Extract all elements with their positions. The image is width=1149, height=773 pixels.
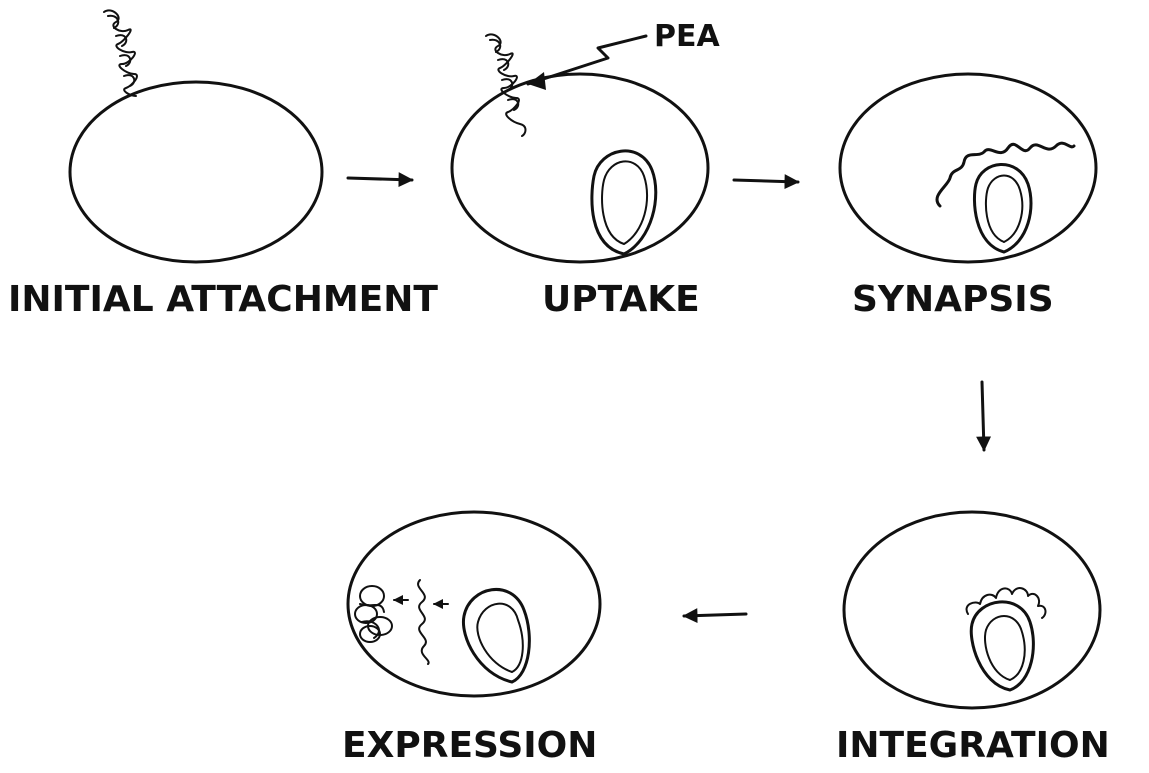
flow-arrow-2: [734, 180, 798, 182]
flow-arrow-1: [348, 178, 412, 180]
stage-uptake: PEA UPTAKE: [452, 19, 720, 320]
flow-arrow-3: [982, 382, 984, 450]
label-integration: INTEGRATION: [836, 725, 1110, 766]
stage-expression: EXPRESSION: [342, 512, 600, 766]
flow-arrow-4: [684, 614, 746, 616]
cell-outline: [348, 512, 600, 696]
pea-pointer-arrow: [528, 36, 646, 84]
stage-integration: INTEGRATION: [836, 512, 1110, 766]
stage-synapsis: SYNAPSIS: [840, 74, 1096, 320]
label-uptake: UPTAKE: [542, 279, 700, 320]
chromosome-loop-inner: [602, 161, 647, 244]
chromosome-loop-inner: [477, 604, 522, 672]
dna-helix: [104, 10, 137, 96]
label-initial-attachment: INITIAL ATTACHMENT: [8, 279, 438, 320]
chromosome-loop-inner: [985, 616, 1025, 680]
cell-outline: [844, 512, 1100, 708]
label-synapsis: SYNAPSIS: [852, 279, 1054, 320]
chromosome-loop-inner: [986, 176, 1022, 243]
label-pea: PEA: [654, 19, 720, 54]
stage-initial-attachment: INITIAL ATTACHMENT: [8, 10, 438, 320]
cell-outline: [452, 74, 708, 262]
mrna-strand: [418, 580, 429, 664]
protein-product-icon: [355, 586, 392, 642]
cell-outline: [70, 82, 322, 262]
label-expression: EXPRESSION: [342, 725, 597, 766]
cell-outline: [840, 74, 1096, 262]
